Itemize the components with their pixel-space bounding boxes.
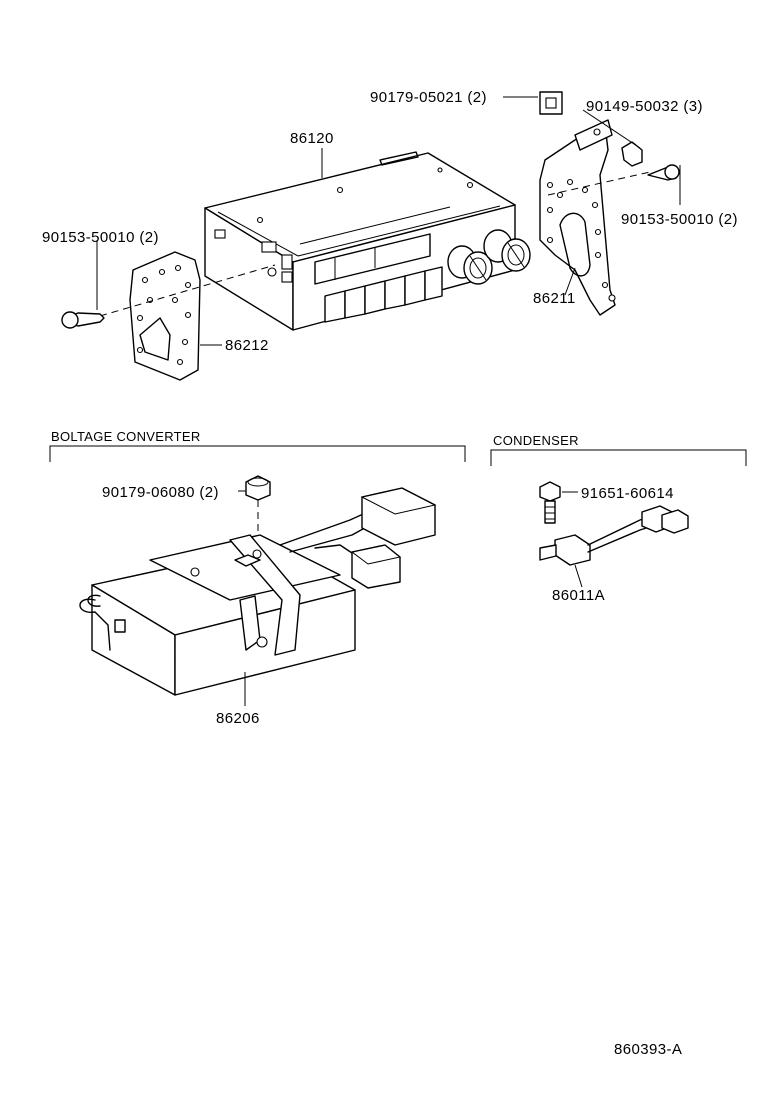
right-bracket-drawing xyxy=(539,119,616,316)
label-nut-top: 90179-05021 (2) xyxy=(370,89,487,106)
label-radio-unit: 86120 xyxy=(290,130,334,147)
converter-section-bracket xyxy=(49,445,466,462)
label-condenser: 86011A xyxy=(552,587,606,604)
left-bracket-drawing xyxy=(129,251,201,381)
section-title-voltage-converter: BOLTAGE CONVERTER xyxy=(51,429,201,444)
diagram-id: 860393-A xyxy=(614,1041,683,1058)
condenser-section-bracket xyxy=(490,449,747,466)
left-screw-drawing xyxy=(61,311,105,329)
right-screw-axis xyxy=(547,171,651,196)
left-screw-axis xyxy=(99,264,276,317)
right-screw-drawing xyxy=(621,141,680,181)
label-screw-right-b: 90153-50010 (2) xyxy=(621,211,738,228)
leader-86011a xyxy=(574,564,583,588)
leader-screw-right-a xyxy=(582,109,641,149)
section-title-condenser: CONDENSER xyxy=(493,433,579,448)
label-screw-right-a: 90149-50032 (3) xyxy=(586,98,703,115)
leader-86211 xyxy=(564,267,576,296)
label-converter: 86206 xyxy=(216,710,260,727)
converter-nut-drawing xyxy=(245,475,271,501)
label-screw-left: 90153-50010 (2) xyxy=(42,229,159,246)
top-nut-drawing xyxy=(539,91,563,115)
label-condenser-bolt: 91651-60614 xyxy=(581,485,674,502)
converter-drawing xyxy=(79,487,437,696)
condenser-drawing xyxy=(539,481,689,566)
label-bracket-right: 86211 xyxy=(533,290,576,307)
radio-unit-drawing xyxy=(204,151,531,331)
label-bracket-left: 86212 xyxy=(225,337,269,354)
label-converter-nut: 90179-06080 (2) xyxy=(102,484,219,501)
